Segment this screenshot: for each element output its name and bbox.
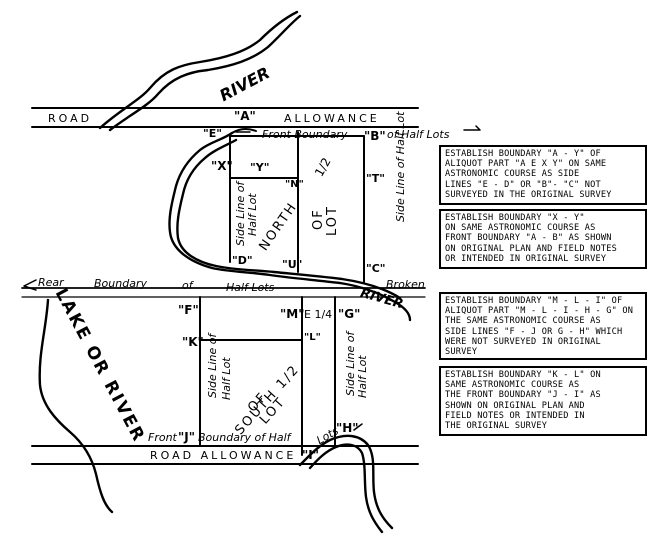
label-lot-north: LOT (325, 205, 340, 236)
bottom-arrow (353, 423, 363, 431)
front-boundary-arrow (235, 125, 481, 133)
river-bottom-bank-2 (308, 443, 384, 534)
river-top-bank-2 (108, 14, 302, 132)
label-point-a: "A" (234, 109, 256, 123)
label-half-lot-left-n: Half Lot (246, 193, 259, 236)
label-point-y: "Y" (250, 161, 269, 174)
label-road-top-left: ROAD (48, 112, 92, 125)
label-point-k: "K" (182, 335, 204, 349)
label-point-b: "B" (364, 129, 386, 143)
label-of-mid: of (182, 279, 195, 292)
label-side-line-left-n: Side Line of (234, 180, 247, 246)
note-establish-a-y: ESTABLISH BOUNDARY "A - Y" OF ALIQUOT PA… (439, 145, 647, 205)
note-establish-x-y: ESTABLISH BOUNDARY "X - Y" ON SAME ASTRO… (439, 209, 647, 269)
label-one-half: 1/2 (312, 155, 334, 179)
label-half-lot-right-s: Half Lot (356, 355, 369, 398)
label-side-line-right-n: Side Line of Half Lot (394, 111, 407, 222)
label-half-lots-mid: Half Lots (226, 281, 275, 294)
label-of-north: OF (311, 208, 326, 230)
label-boundary-of-half: Boundary of Half (198, 431, 293, 444)
river-bottom-bank-1 (298, 434, 394, 530)
label-river-top: RIVER (216, 63, 273, 105)
river-top-bank-1 (98, 10, 299, 130)
label-e-quarter: E 1/4 (304, 308, 332, 321)
label-point-n: "N" (285, 179, 304, 190)
label-point-g: "G" (338, 307, 360, 321)
lake-inner-shore (231, 127, 257, 134)
label-point-l: "L" (304, 332, 321, 343)
label-lake-or-river: LAKE OR RIVER (51, 285, 149, 446)
label-point-i: "I" (302, 448, 319, 462)
label-point-j: "J" (178, 430, 195, 444)
note-establish-k-l: ESTABLISH BOUNDARY "K - L" ON SAME ASTRO… (439, 366, 647, 436)
label-broken: Broken (386, 278, 425, 291)
label-point-t: "T" (366, 172, 385, 185)
label-of-half-lots: of Half Lots (387, 128, 450, 141)
label-point-f: "F" (178, 303, 199, 317)
label-north: NORTH (256, 200, 300, 254)
label-point-u: "U" (282, 258, 302, 271)
label-side-line-left-s: Side Line of (206, 332, 219, 398)
label-road-top-right: ALLOWANCE (284, 112, 380, 125)
label-point-m: "M" (280, 307, 304, 321)
label-rear: Rear (38, 276, 65, 289)
lake-shore (38, 131, 412, 514)
label-half-lot-left-s: Half Lot (220, 357, 233, 400)
note-establish-m-l-i: ESTABLISH BOUNDARY "M - L - I" OF ALIQUO… (439, 292, 647, 360)
label-point-h: "H" (336, 421, 359, 435)
river-mid-bank (176, 138, 402, 300)
label-road-bottom: ROAD ALLOWANCE (150, 449, 296, 462)
label-point-c: "C" (366, 262, 386, 275)
label-front-j: Front (148, 431, 178, 444)
label-point-e: "E" (203, 127, 222, 140)
label-point-d: "D" (232, 254, 253, 267)
label-point-x: "X" (211, 159, 233, 173)
rear-arrow (23, 279, 37, 291)
label-side-line-right-s: Side Line of (344, 330, 357, 396)
label-boundary: Boundary (94, 277, 147, 290)
label-front-boundary: Front Boundary (262, 128, 348, 141)
